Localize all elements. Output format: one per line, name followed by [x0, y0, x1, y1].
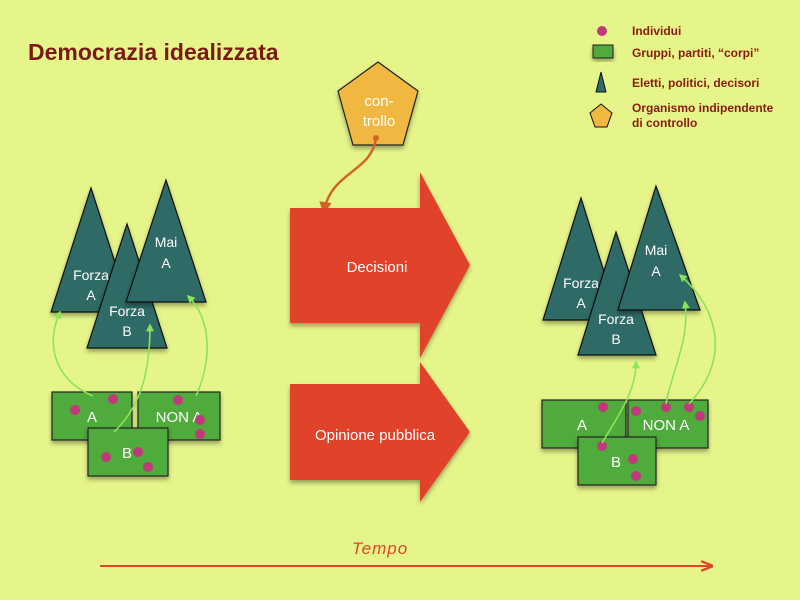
individual-dot: [684, 402, 694, 412]
individual-dot: [661, 402, 671, 412]
left-group-non-a-label: NON A: [156, 409, 203, 426]
opinione-label: Opinione pubblica: [315, 427, 436, 444]
individual-dot: [108, 394, 118, 404]
legend-individui-label: Individui: [632, 24, 681, 38]
left-mai-a-label-2: A: [161, 255, 171, 271]
right-link-b-forza-b: [601, 360, 640, 444]
left-group-a-label: A: [87, 409, 97, 426]
left-individuals: [70, 394, 205, 472]
individual-dot: [101, 452, 111, 462]
right-group-a-label: A: [577, 417, 587, 434]
legend-organismo-label-2: di controllo: [632, 116, 697, 130]
individual-dot: [133, 447, 143, 457]
individual-dot: [173, 395, 183, 405]
control-label-1: con-: [364, 93, 393, 110]
left-forza-b-label-2: B: [122, 323, 131, 339]
individual-dot: [597, 441, 607, 451]
legend-group-icon: [592, 44, 614, 59]
page-title: Democrazia idealizzata: [28, 39, 279, 65]
legend: Individui Gruppi, partiti, “corpi” Elett…: [589, 24, 774, 130]
right-group-b-label: B: [611, 454, 621, 471]
individual-dot: [695, 411, 705, 421]
left-link-b-forza-b: [113, 323, 154, 433]
opinione-arrow: Opinione pubblica: [290, 362, 470, 502]
individual-dot: [598, 402, 608, 412]
legend-pentagon-icon: [589, 103, 613, 128]
control-pentagon: con- trollo: [337, 61, 419, 146]
right-triangle-mai-a: Mai A: [617, 184, 701, 311]
left-forza-a-label-1: Forza: [73, 267, 109, 283]
left-cluster: Forza A Forza B Mai A A NON A B: [50, 178, 221, 477]
right-individuals: [597, 402, 705, 481]
right-link-non-a-mai-a-2: [678, 273, 717, 405]
left-forza-a-label-2: A: [86, 287, 96, 303]
left-group-b-label: B: [122, 445, 132, 462]
control-arrow: [319, 137, 378, 215]
right-link-non-a-mai-a-1: [665, 300, 690, 405]
legend-eletti-label: Eletti, politici, decisori: [632, 76, 759, 90]
decisioni-arrow: Decisioni: [290, 172, 470, 358]
left-link-non-a-mai-a: [186, 294, 208, 397]
left-triangle-mai-a: Mai A: [125, 178, 207, 303]
right-group-non-a-label: NON A: [643, 417, 690, 434]
individual-dot: [70, 405, 80, 415]
left-mai-a-label-1: Mai: [155, 234, 178, 250]
individual-dot: [143, 462, 153, 472]
left-link-a-forza-a: [52, 310, 94, 397]
left-forza-b-label-1: Forza: [109, 303, 145, 319]
individual-dot: [628, 454, 638, 464]
control-label-2: trollo: [363, 113, 396, 130]
right-cluster: Forza A Forza B Mai A A NON A B: [541, 184, 717, 486]
time-label: Tempo: [352, 539, 408, 558]
decisioni-label: Decisioni: [347, 259, 408, 276]
right-forza-b-label-1: Forza: [598, 311, 634, 327]
left-group-b: B: [87, 427, 169, 477]
legend-organismo-label-1: Organismo indipendente: [632, 101, 774, 115]
individual-dot: [631, 406, 641, 416]
individual-dot: [195, 429, 205, 439]
right-forza-a-label-2: A: [576, 295, 586, 311]
right-forza-b-label-2: B: [611, 331, 620, 347]
right-mai-a-label-1: Mai: [645, 242, 668, 258]
right-forza-a-label-1: Forza: [563, 275, 599, 291]
legend-individual-icon: [597, 26, 607, 36]
right-mai-a-label-2: A: [651, 263, 661, 279]
right-group-b: B: [577, 436, 657, 486]
legend-triangle-icon: [595, 71, 607, 93]
legend-gruppi-label: Gruppi, partiti, “corpi”: [632, 46, 759, 60]
individual-dot: [195, 415, 205, 425]
individual-dot: [631, 471, 641, 481]
